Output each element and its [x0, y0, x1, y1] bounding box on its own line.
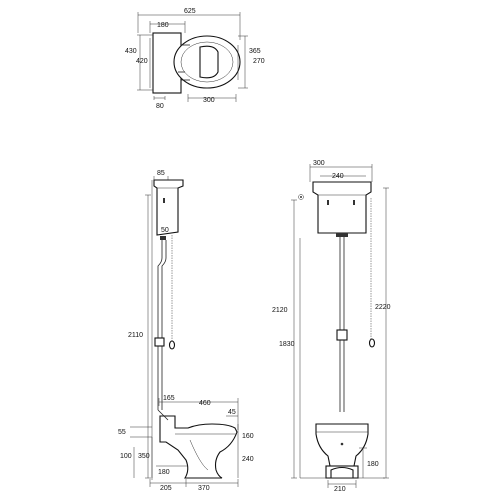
- side-pan: [159, 415, 238, 479]
- dim-85: 85: [157, 170, 165, 177]
- dim-80: 80: [156, 103, 164, 110]
- dim-365: 365: [249, 48, 261, 55]
- dim-160: 160: [242, 433, 254, 440]
- dim-210: 210: [334, 486, 346, 493]
- dim-180-front: 180: [367, 461, 379, 468]
- plan-view: 625 180 430 420 365 270 80 300: [125, 8, 265, 110]
- front-view: 300 240 2120 1830 2220 180 210: [272, 160, 391, 493]
- dim-45: 45: [228, 409, 236, 416]
- plan-seat-opening: [199, 45, 219, 79]
- dim-300-front: 300: [313, 160, 325, 167]
- dim-55: 55: [118, 429, 126, 436]
- side-cistern: [153, 179, 184, 236]
- dim-205: 205: [160, 485, 172, 492]
- dim-240-front: 240: [332, 173, 344, 180]
- dim-165: 165: [163, 395, 175, 402]
- dim-1830: 1830: [279, 341, 295, 348]
- dim-2220: 2220: [375, 304, 391, 311]
- dim-300-plan: 300: [203, 97, 215, 104]
- dim-180-top: 180: [157, 22, 169, 29]
- dim-2120: 2120: [272, 307, 288, 314]
- dim-420: 420: [136, 58, 148, 65]
- dim-625: 625: [184, 8, 196, 15]
- dim-2110: 2110: [128, 332, 143, 339]
- dim-270: 270: [253, 58, 265, 65]
- dim-180-side: 180: [158, 469, 170, 476]
- dim-50: 50: [161, 227, 169, 234]
- side-view: 85 50 2110 165 460 45 55 160 240 100 350: [118, 170, 254, 492]
- dim-100: 100: [120, 453, 132, 460]
- dim-350: 350: [138, 453, 150, 460]
- dim-460: 460: [199, 400, 211, 407]
- dim-240: 240: [242, 456, 254, 463]
- dim-370: 370: [198, 485, 210, 492]
- dim-430: 430: [125, 48, 137, 55]
- plan-bowl-inner: [180, 41, 234, 83]
- front-cistern: [312, 181, 372, 234]
